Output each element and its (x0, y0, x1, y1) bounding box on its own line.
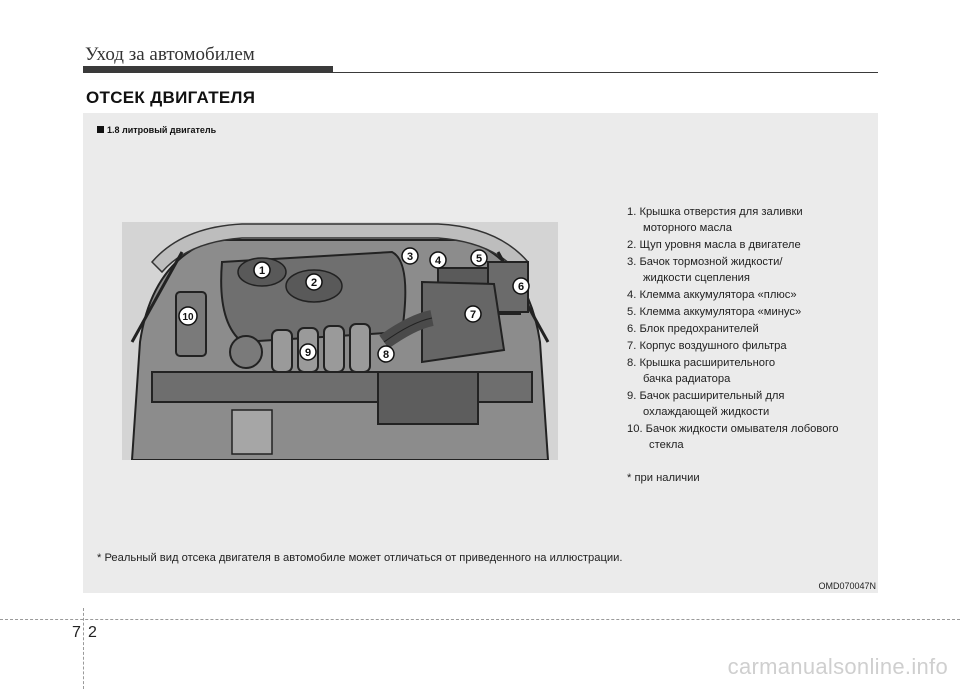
callout-2-label: 2 (311, 277, 317, 289)
callout-9-label: 9 (305, 347, 311, 359)
figure-subtitle: 1.8 литровый двигатель (97, 125, 216, 135)
legend-item: 9. Бачок расширительный для охлаждающей … (627, 390, 785, 418)
legend-item: 4. Клемма аккумулятора «плюс» (627, 289, 797, 301)
callout-4: 4 (429, 251, 447, 269)
callout-7: 7 (464, 305, 482, 323)
header-bar (83, 66, 333, 73)
callout-10-label: 10 (182, 312, 194, 323)
callout-1-label: 1 (259, 265, 265, 277)
page-number-value: 2 (88, 624, 97, 641)
figure-subtitle-text: 1.8 литровый двигатель (107, 125, 217, 135)
callout-2: 2 (305, 273, 323, 291)
legend-item: 2. Щуп уровня масла в двигателе (627, 239, 801, 251)
footer-divider (0, 619, 960, 620)
callout-5-label: 5 (476, 253, 482, 265)
callout-7-label: 7 (470, 309, 476, 321)
callout-8: 8 (377, 345, 395, 363)
callout-3-label: 3 (407, 251, 413, 263)
legend-item: 1. Крышка отверстия для заливки моторног… (627, 206, 803, 234)
callout-6: 6 (512, 277, 530, 295)
header-rule (333, 72, 878, 73)
footer-vertical-divider (83, 608, 84, 689)
legend-item: 5. Клемма аккумулятора «минус» (627, 306, 802, 318)
engine-bay-drawing: 1 2 3 4 5 6 7 8 9 10 (130, 223, 550, 460)
callout-9: 9 (299, 343, 317, 361)
callout-10: 10 (178, 306, 198, 326)
component-legend: 1. Крышка отверстия для заливки моторног… (627, 204, 877, 454)
callout-5: 5 (470, 249, 488, 267)
watermark: carmanualsonline.info (727, 654, 948, 679)
figure-code: OMD070047N (818, 581, 876, 591)
section-title: ОТСЕК ДВИГАТЕЛЯ (86, 88, 256, 107)
illustration-disclaimer: * Реальный вид отсека двигателя в автомо… (97, 552, 623, 564)
engine-illustration: 1 2 3 4 5 6 7 8 9 10 (122, 222, 558, 460)
legend-item: 7. Корпус воздушного фильтра (627, 340, 787, 352)
chapter-title: Уход за автомобилем (85, 44, 255, 65)
page-section-number: 7 (72, 624, 81, 641)
legend-item: 8. Крышка расширительного бачка радиатор… (627, 357, 776, 385)
callout-6-label: 6 (518, 281, 524, 293)
callout-8-label: 8 (383, 349, 389, 361)
callout-1: 1 (253, 261, 271, 279)
callout-4-label: 4 (435, 255, 442, 267)
legend-item: 6. Блок предохранителей (627, 323, 759, 335)
square-bullet-icon (97, 126, 104, 133)
legend-item: 10. Бачок жидкости омывателя лобового ст… (627, 423, 839, 451)
optional-note: * при наличии (627, 472, 700, 484)
callout-3: 3 (401, 247, 419, 265)
legend-item: 3. Бачок тормозной жидкости/ жидкости сц… (627, 256, 783, 284)
